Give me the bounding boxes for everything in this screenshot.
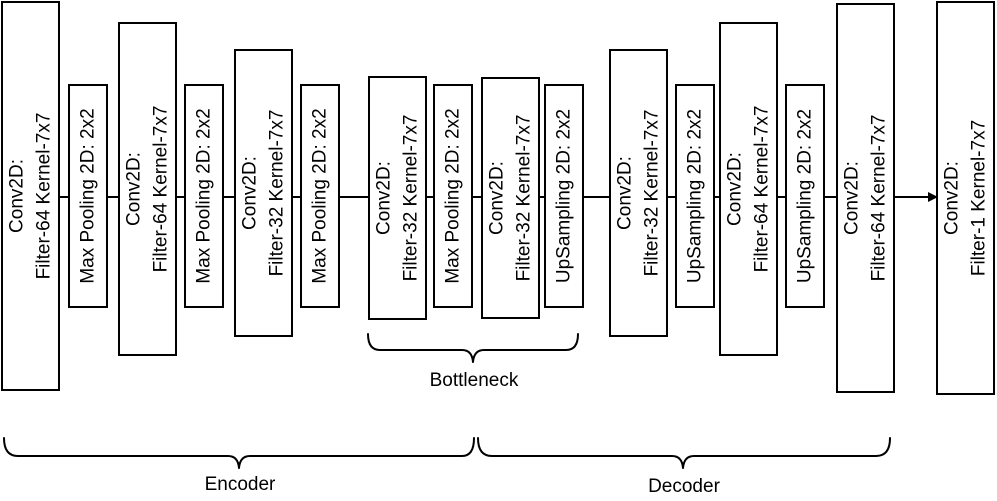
- layer-label-line: Filter-32 Kernel-7x7: [642, 110, 663, 277]
- layer-box: [836, 3, 895, 393]
- layer-encoder-3: Max Pooling 2D: 2x2: [184, 84, 224, 308]
- bottleneck-label: Bottleneck: [430, 370, 519, 391]
- layer-label-line: Conv2D:: [842, 161, 863, 235]
- layer-box: [433, 84, 473, 308]
- layer-decoder-13: UpSampling 2D: 2x2: [785, 84, 825, 308]
- decoder-brace: [477, 437, 891, 469]
- layer-encoder-4: Conv2D: Filter-32 Kernel-7x7: [234, 49, 293, 337]
- layer-box: [481, 77, 540, 319]
- layer-encoder-0: Conv2D: Filter-64 Kernel-7x7: [1, 1, 60, 391]
- layer-box: [609, 49, 668, 337]
- layer-bottleneck-8: Conv2D: Filter-32 Kernel-7x7: [481, 77, 540, 319]
- layer-box: [544, 84, 584, 308]
- layer-label-line: Filter-64 Kernel-7x7: [869, 115, 890, 282]
- layer-label-line: Filter-32 Kernel-7x7: [401, 115, 422, 282]
- layer-label-line: Filter-32 Kernel-7x7: [514, 115, 535, 282]
- layer-box: [785, 84, 825, 308]
- layer-boxes: Conv2D: Filter-64 Kernel-7x7 Max Pooling 2…: [1, 1, 995, 395]
- layer-encoder-1: Max Pooling 2D: 2x2: [68, 84, 108, 308]
- layer-label-line: Conv2D:: [942, 161, 963, 235]
- layer-label-line: Max Pooling 2D: 2x2: [310, 108, 331, 283]
- layer-label-line: Conv2D:: [124, 152, 145, 226]
- layer-box: [368, 76, 427, 320]
- layer-label-line: Conv2D:: [374, 161, 395, 235]
- encoder-label: Encoder: [205, 474, 276, 495]
- bottleneck-brace: [367, 333, 579, 363]
- layer-bottleneck-7: Max Pooling 2D: 2x2: [433, 84, 473, 308]
- layer-box: [234, 49, 293, 337]
- layer-label-line: UpSampling 2D: 2x2: [685, 109, 706, 283]
- layer-box: [68, 84, 108, 308]
- layer-label-line: UpSampling 2D: 2x2: [795, 109, 816, 283]
- layer-label-line: Conv2D:: [240, 156, 261, 230]
- layer-encoder-5: Max Pooling 2D: 2x2: [300, 84, 340, 308]
- decoder-label: Decoder: [648, 476, 720, 497]
- layer-decoder-10: Conv2D: Filter-32 Kernel-7x7: [609, 49, 668, 337]
- layer-label-line: Conv2D:: [725, 152, 746, 226]
- layer-box: [936, 1, 995, 395]
- layer-label-line: Max Pooling 2D: 2x2: [443, 108, 464, 283]
- layer-label-line: Filter-64 Kernel-7x7: [752, 106, 773, 273]
- layer-decoder-11: UpSampling 2D: 2x2: [675, 84, 715, 308]
- layer-label-line: Filter-1 Kernel-7x7: [969, 120, 990, 276]
- layer-output-15: Conv2D: Filter-1 Kernel-7x7: [936, 1, 995, 395]
- layer-box: [1, 1, 60, 391]
- layer-box: [719, 22, 778, 356]
- layer-box: [118, 22, 177, 356]
- layer-decoder-14: Conv2D: Filter-64 Kernel-7x7: [836, 3, 895, 393]
- layer-encoder-2: Conv2D: Filter-64 Kernel-7x7: [118, 22, 177, 356]
- layer-label-line: Filter-32 Kernel-7x7: [267, 110, 288, 277]
- layer-label-line: Conv2D:: [615, 156, 636, 230]
- layer-label-line: Filter-64 Kernel-7x7: [151, 106, 172, 273]
- layer-label-line: Conv2D:: [7, 159, 28, 233]
- layer-bottleneck-6: Conv2D: Filter-32 Kernel-7x7: [368, 76, 427, 320]
- layer-decoder-12: Conv2D: Filter-64 Kernel-7x7: [719, 22, 778, 356]
- layer-box: [184, 84, 224, 308]
- layer-label-line: Max Pooling 2D: 2x2: [78, 108, 99, 283]
- encoder-brace: [3, 437, 475, 469]
- layer-box: [300, 84, 340, 308]
- layer-box: [675, 84, 715, 308]
- layer-label-line: Conv2D:: [487, 161, 508, 235]
- layer-bottleneck-9: UpSampling 2D: 2x2: [544, 84, 584, 308]
- layer-label-line: Max Pooling 2D: 2x2: [194, 108, 215, 283]
- layer-label-line: Filter-64 Kernel-7x7: [34, 113, 55, 280]
- layer-label-line: UpSampling 2D: 2x2: [554, 109, 575, 283]
